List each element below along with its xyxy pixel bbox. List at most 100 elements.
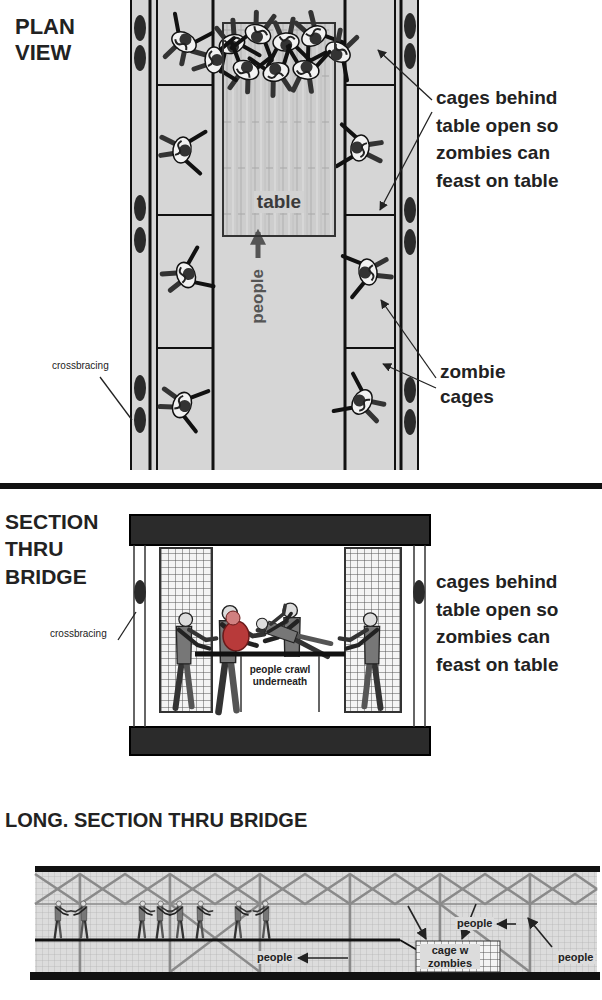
section-view-part — [134, 580, 146, 604]
crossbracing-symbols-part — [404, 409, 416, 435]
part-label: crossbracing — [52, 360, 132, 372]
section-zombies-part — [254, 598, 339, 656]
section-view-part-part — [413, 545, 415, 727]
cage-dividers-part — [345, 347, 395, 349]
crossbracing-symbols-part — [404, 377, 416, 403]
section-view-part — [413, 580, 425, 604]
plan-view — [100, 0, 436, 470]
section-zombies-part — [340, 613, 381, 708]
caged-zombies-part — [158, 247, 214, 302]
section-view — [118, 515, 430, 755]
caged-zombies — [154, 12, 394, 432]
leader-lines-part — [380, 112, 432, 210]
cage-dividers-part — [157, 347, 213, 349]
bridge-rails — [131, 0, 418, 470]
view-heading: LONG. SECTION THRU BRIDGE — [5, 808, 435, 832]
cage-dividers-part — [345, 214, 395, 216]
truss — [35, 874, 597, 972]
flow-label: people — [249, 267, 268, 326]
truss-part — [35, 874, 597, 904]
zombie-crowd-part — [281, 45, 330, 96]
leader-lines-part — [378, 50, 432, 100]
cage-dividers-part — [345, 84, 395, 86]
crawl-space — [240, 657, 320, 712]
long-zombies-part — [167, 901, 183, 938]
note-label: people crawl underneath — [244, 664, 316, 688]
flow-label: people — [255, 951, 294, 964]
crossbracing-symbols — [134, 13, 416, 435]
bridge-rails-part — [394, 0, 396, 470]
truss-part — [169, 874, 172, 972]
table-box: table — [222, 22, 336, 237]
crossbracing-symbols-part — [134, 45, 146, 71]
section-view-part — [130, 515, 430, 545]
leader-lines — [100, 50, 436, 420]
long-section-part — [30, 972, 600, 980]
flow-label: people — [556, 951, 595, 964]
long-section — [30, 866, 600, 980]
long-zombies-part — [139, 901, 155, 938]
caged-zombies-part — [335, 124, 386, 173]
long-zombies-part — [71, 901, 87, 938]
long-zombies-part — [235, 901, 251, 938]
long-section-part — [416, 941, 500, 972]
zombie-crowd-part — [192, 38, 236, 80]
plan-view-part — [131, 0, 418, 470]
leader-lines-part — [100, 377, 132, 420]
flow-label: people — [455, 917, 494, 930]
callout-label: cage w zombies — [420, 944, 480, 969]
view-heading: SECTION THRU BRIDGE — [5, 508, 127, 590]
section-view-part-part — [144, 545, 146, 727]
caged-zombies-part — [154, 377, 210, 432]
cage-dividers-part — [157, 84, 213, 86]
crossbracing-symbols-part — [134, 15, 146, 41]
box-label: table — [254, 191, 304, 213]
long-zombies-part — [253, 901, 269, 938]
callout-note: cages behind table open so zombies can f… — [436, 568, 599, 678]
truss-part — [170, 904, 530, 972]
view-heading: PLAN VIEW — [15, 14, 110, 67]
crossbracing-symbols-part — [404, 229, 416, 255]
part-label: crossbracing — [50, 628, 120, 640]
crossbracing-symbols-part — [134, 407, 146, 433]
callout-note: cages behind table open so zombies can f… — [436, 84, 599, 194]
zombie-crowd — [192, 6, 368, 99]
long-section-part — [35, 866, 600, 872]
caged-zombies-part — [332, 374, 391, 432]
long-zombies-part — [197, 901, 213, 938]
section-zombies-part — [176, 613, 217, 708]
flow-arrows-part — [408, 906, 426, 939]
section-view-part-part — [424, 545, 426, 727]
truss-part — [35, 903, 597, 905]
panel-divider — [0, 483, 602, 489]
flow-arrows-part — [528, 918, 552, 947]
victim — [223, 621, 249, 651]
section-view-part-part — [133, 545, 135, 727]
section-view-part — [226, 611, 240, 625]
long-section-part — [35, 939, 400, 942]
truss-part — [529, 874, 532, 972]
long-zombies — [55, 901, 270, 938]
leader-lines-part — [383, 364, 436, 388]
caged-zombies-part — [157, 125, 208, 174]
truss-part — [35, 874, 597, 904]
caged-zombies-part — [343, 248, 394, 297]
crossbracing-symbols-part — [404, 197, 416, 223]
flow-arrows-part — [298, 957, 348, 959]
flow-arrows-part — [497, 923, 516, 925]
crossbracing-symbols-part — [404, 43, 416, 69]
section-view-part — [318, 656, 320, 712]
callout-label: zombie cages — [440, 360, 552, 409]
long-zombies-part — [157, 901, 173, 938]
truss-part — [349, 874, 352, 972]
crossbracing-symbols-part — [134, 195, 146, 221]
bridge-rails-part — [156, 0, 158, 470]
cage-dividers-part — [157, 214, 213, 216]
bridge-rails-part — [149, 0, 152, 470]
truss-part — [79, 874, 82, 972]
section-view-part — [130, 727, 430, 755]
crossbracing-symbols-part — [134, 375, 146, 401]
section-view-part — [134, 545, 425, 727]
section-view-part — [240, 656, 242, 712]
